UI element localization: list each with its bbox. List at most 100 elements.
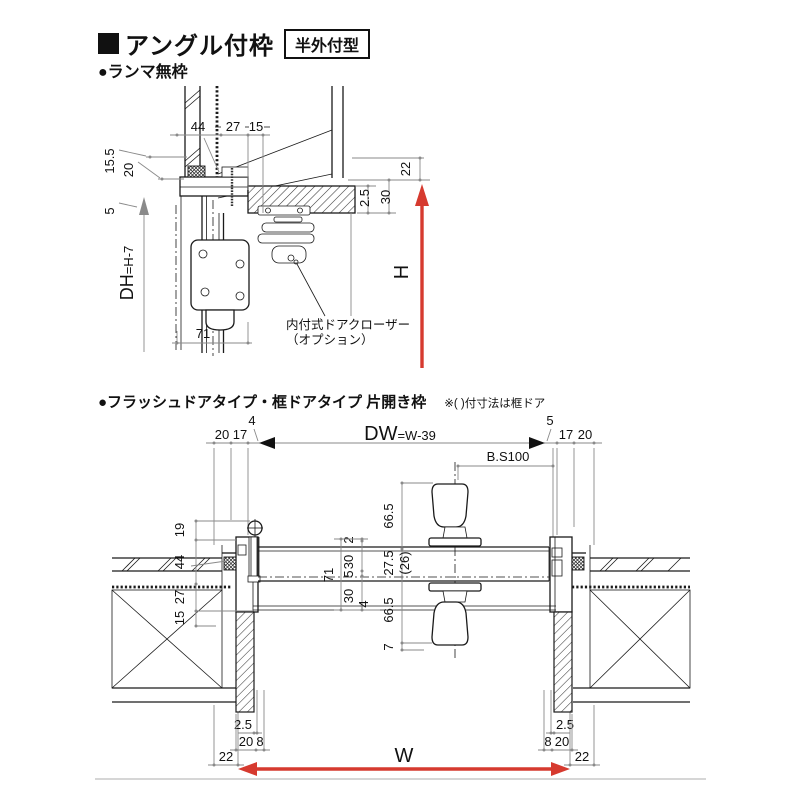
dim-label: 8 [544,734,551,749]
dim-label: 8 [256,734,263,749]
dim-label: 2.5 [234,717,252,732]
head-frame-profile [179,165,249,206]
dim-label: 20 [578,427,592,442]
extension-lines [213,448,595,765]
dim-label: 5 [341,570,356,577]
top-right-dims: 2.5 30 22 [348,156,430,316]
dim-label: 20 [121,163,136,177]
top-drawing-head-section: 44 27 15 15.5 20 5 DH=H-7 [102,86,430,368]
dim-label: 22 [398,162,413,176]
hinge-leaf [248,536,258,580]
dim-label: 27 [172,590,187,604]
dim-label: 5 [102,207,117,214]
page-header: アングル付枠 半外付型 [98,26,371,61]
wall-section-left [184,86,219,177]
dim-label: 4 [356,600,371,607]
seal-block [571,556,585,571]
plan-wall-right [572,557,691,703]
dim-label: 15 [249,119,263,134]
subtitle: ●ランマ無枠 [98,64,188,81]
red-arrowhead-up [415,184,429,206]
dim-label: 27.5 [381,550,396,575]
dim-label: B.S100 [487,449,530,464]
dim-label: 5 [546,413,553,428]
bottom-left-dims: 2.5 20 8 22 [208,690,270,767]
left-dim-stack: 19 44 27 15 [172,519,253,628]
page-title: アングル付枠 [125,33,275,60]
dim-label: 2.5 [556,717,574,732]
dh-label: DH=H-7 [117,246,137,301]
dim-label: 2 [341,536,356,543]
dim-label: 20 [239,734,253,749]
dh-dimension: DH=H-7 [117,197,149,352]
dim-label: 30 [341,555,356,569]
section2-title: ●フラッシュドアタイプ・框ドアタイプ 片開き枠 [98,394,427,411]
height-arrow: H [391,184,429,368]
dim-label: 66.5 [381,597,396,622]
dw-arrowhead-right [529,437,545,449]
top-dim-71: 71 [172,322,252,345]
plan-wall-left [111,557,236,703]
dw-arrowhead-left [259,437,275,449]
frame-type-badge: 半外付型 [284,28,371,59]
strike-plate [551,547,563,558]
dim-label: 20 [215,427,229,442]
closer-pivot [287,254,295,262]
dim-label: 66.5 [381,503,396,528]
dim-label: 44 [191,119,205,134]
dim-label: 2.5 [357,189,372,207]
bottom-drawing-plan-section: 20 17 4 DW=W-39 5 17 20 B.S100 [95,413,706,780]
dw-label: DW=W-39 [364,423,436,445]
closer-note: 内付式ドアクローザー （オプション） [286,259,410,347]
dim-label: 71 [196,326,210,341]
dim-label: 30 [378,190,393,204]
door-leaf-plan [253,546,556,611]
inner-knob-rose [428,582,482,592]
jamb-hatch-column [235,611,255,713]
top-dim-row: 44 27 15 [170,119,270,213]
dim-label: 71 [321,568,336,582]
dim-label: (26) [397,551,412,574]
dim-label: 17 [559,427,573,442]
gray-arrow-up [139,197,149,215]
h-label: H [391,265,413,279]
closer-cylinder [205,309,235,331]
inner-knob-head [431,601,469,646]
dim-label: 4 [248,413,255,428]
jamb-hatch-column [553,611,573,713]
section2-header: ●フラッシュドアタイプ・框ドアタイプ 片開き枠 ※( )付寸法は框ドア [98,391,545,412]
top-left-dims: 15.5 20 5 [102,148,187,215]
closer-body [190,239,250,311]
backset-dim: B.S100 [456,448,555,537]
dim-label: 22 [219,749,233,764]
wall-section-right [331,86,344,178]
dim-label: 17 [233,427,247,442]
width-arrow: W [238,745,570,776]
dim-label: 19 [172,523,187,537]
center-dim-stack: 66.5 27.5 (26) 66.5 7 2 30 5 30 4 71 [321,481,433,652]
dim-label: 22 [575,749,589,764]
latch-jamb [549,536,591,713]
red-arrowhead-right [551,762,570,776]
outer-knob-head [431,483,469,528]
plan-top-dim-row: 20 17 4 DW=W-39 5 17 20 [206,413,602,449]
section-marker-icon [98,33,119,54]
section2-note: ※( )付寸法は框ドア [444,398,546,410]
dim-label: 44 [172,555,187,569]
seal-block [223,556,237,571]
dim-label: 20 [555,734,569,749]
dim-label: 27 [226,119,240,134]
dim-label: 15 [172,611,187,625]
closer-note-line1: 内付式ドアクローザー [286,317,410,332]
closer-note-line2: （オプション） [286,332,374,347]
seal-block [187,165,206,178]
dim-label: 7 [381,643,396,650]
w-label: W [395,745,414,767]
door-knob-pair [428,462,482,658]
dim-label: 15.5 [102,148,117,173]
hinge-jamb [221,519,263,713]
red-arrowhead-left [238,762,257,776]
door-closer-mechanism [190,205,315,331]
